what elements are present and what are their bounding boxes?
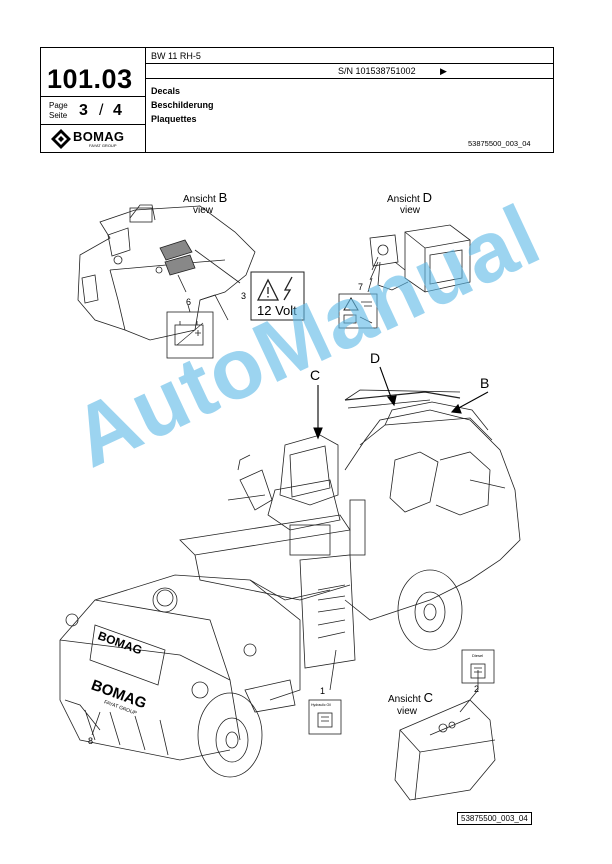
page-label-de: Seite [49,111,68,120]
view-d-drawing [369,224,471,293]
view-d-word: Ansicht [387,194,420,205]
divider [41,96,146,97]
arrow-b-line [454,391,489,411]
arrow-c-letter: C [310,367,321,383]
serial-arrow-icon: ▶ [440,66,447,76]
battery-decal [166,311,214,359]
view-c-drawing [394,699,496,801]
arrow-d-head [386,395,397,407]
callout-8: 8 [88,736,94,746]
view-b-letter: B [218,190,228,205]
leader-7b [367,277,373,293]
leader-6 [177,274,187,293]
view-d-letter: D [422,190,432,205]
arrow-d-letter: D [370,350,381,366]
divider [145,48,146,152]
page-label-en: Page [49,101,68,110]
arrow-d-line [379,366,393,401]
leader-6b [187,304,191,313]
view-b-sub: view [193,205,214,216]
roller-machine-drawing [59,389,521,778]
hydraulic-oil-label: Hydraulic Oil [311,703,331,707]
view-d-sub: view [400,205,421,216]
bomag-logo: BOMAG FAYAT GROUP [51,128,141,150]
callout-1: 1 [320,686,326,696]
warning-decal [338,293,378,329]
divider [41,124,146,125]
callout-3: 3 [241,291,247,301]
leader-7 [371,256,379,271]
leader-1 [329,649,337,691]
voltage-decal [250,271,305,321]
title-fr: Plaquettes [151,114,197,124]
arrow-b-head [450,403,462,414]
drawing-number: 53875500_003_04 [468,139,531,148]
bomag-logo-text: BOMAG [73,129,125,144]
view-arrows [313,366,489,440]
arrow-c-head [313,427,323,440]
callout-7: 7 [358,282,364,292]
title-de: Beschilderung [151,100,214,110]
view-b-label: Ansicht B [183,190,227,205]
bomag-logo-icon [51,129,71,149]
divider [146,78,554,79]
bomag-logo-sub: FAYAT GROUP [89,143,117,148]
doc-number: 101.03 [47,64,133,94]
view-c-word: Ansicht [388,694,421,705]
diesel-decal [461,649,495,684]
leader-3 [194,249,241,284]
model-name: BW 11 RH-5 [151,51,201,61]
title-block: 101.03 Page Seite 3 / 4 BOMAG FAYAT GROU… [40,47,554,153]
view-c-label: Ansicht C [388,690,433,705]
serial-number: S/N 101538751002 [338,66,416,76]
leader-2 [459,689,479,713]
callout-6: 6 [186,297,192,307]
footer-drawing-number: 53875500_003_04 [457,812,532,825]
page-current: 3 [79,102,88,119]
leader-8 [91,711,101,736]
diesel-label: Diesel [472,653,484,658]
arrow-b-letter: B [480,375,490,391]
view-b-word: Ansicht [183,194,216,205]
page-total: 4 [113,102,122,119]
divider [146,63,554,64]
voltage-text: 12 Volt [257,303,297,318]
page-separator: / [99,102,104,119]
callout-2: 2 [474,684,480,694]
view-c-sub: view [397,706,418,717]
view-d-label: Ansicht D [387,190,432,205]
hydraulic-oil-decal [308,699,342,735]
view-b-drawing [77,204,256,341]
title-en: Decals [151,86,181,96]
view-c-letter: C [423,690,433,705]
